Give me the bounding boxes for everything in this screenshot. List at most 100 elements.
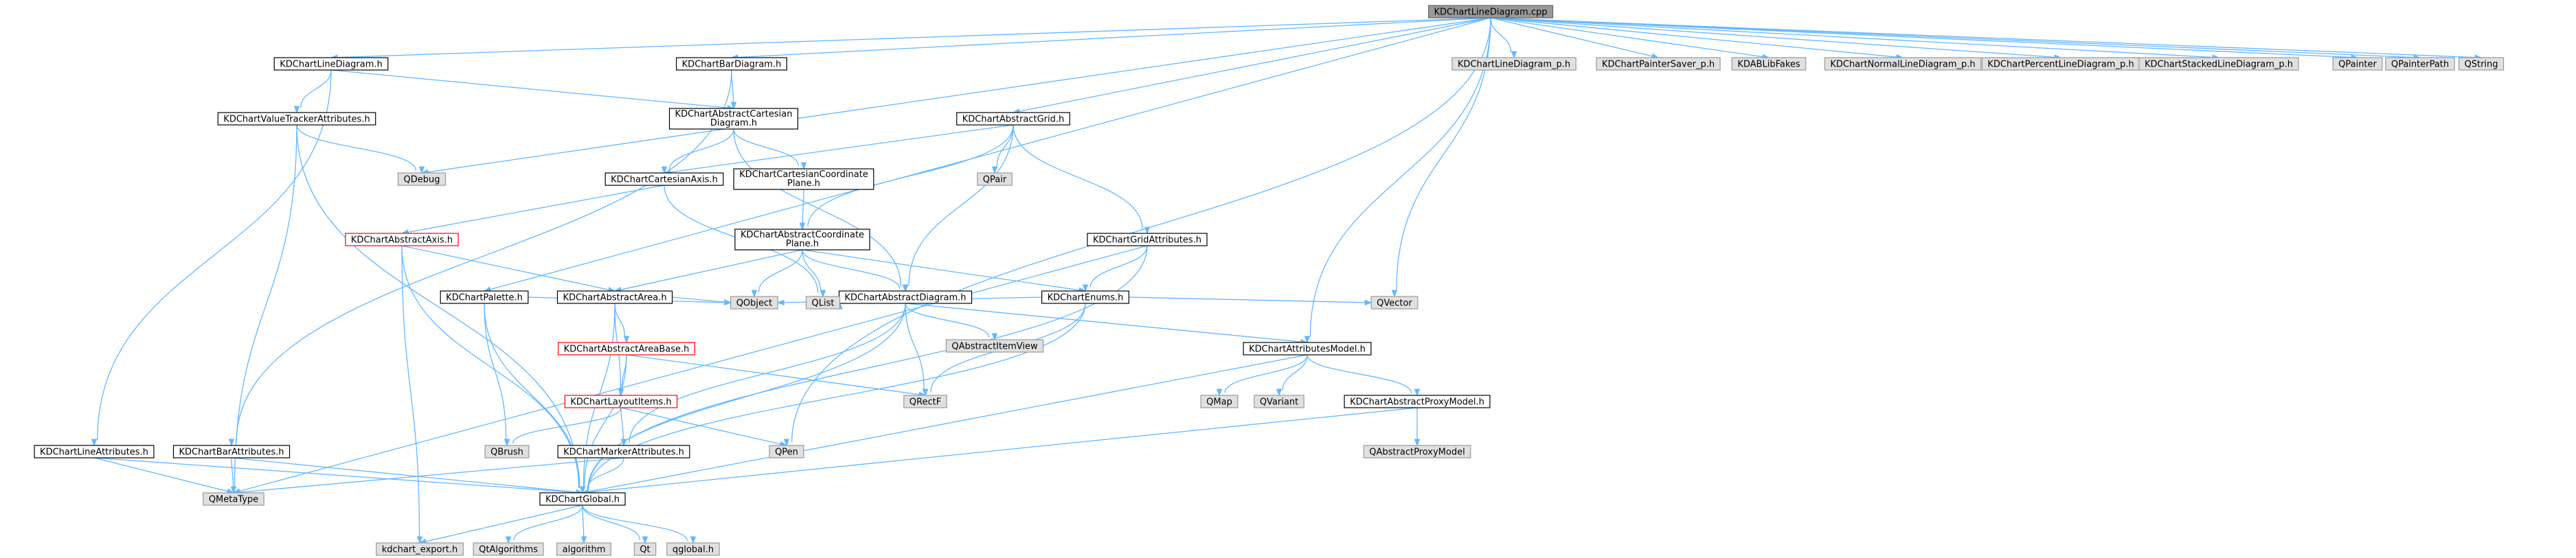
node-box xyxy=(977,172,1013,186)
node-kdchartabstractarea-h[interactable]: KDChartAbstractArea.h xyxy=(556,290,673,304)
node-kdchartbardiagram-h[interactable]: KDChartBarDiagram.h xyxy=(676,57,787,71)
node-kdchartgridattributes-h[interactable]: KDChartGridAttributes.h xyxy=(1087,233,1208,246)
node-kdchartmarkerattributes-h[interactable]: KDChartMarkerAttributes.h xyxy=(557,445,690,458)
node-label: QPainter xyxy=(2338,60,2377,70)
node-kdchartvaluetrackerattributes-h[interactable]: KDChartValueTrackerAttributes.h xyxy=(217,112,376,126)
edge-valuetracker-to-qmetatype xyxy=(230,124,297,494)
node-label: KDChartBarDiagram.h xyxy=(682,60,782,70)
node-box xyxy=(397,172,447,186)
node-kdchartenums-h[interactable]: KDChartEnums.h xyxy=(1041,290,1129,304)
node-box xyxy=(730,296,778,310)
node-kdchartabstractdiagram-h[interactable]: KDChartAbstractDiagram.h xyxy=(838,290,973,304)
arrowhead-icon xyxy=(922,388,929,397)
node-box xyxy=(945,339,1044,353)
node-label: KDChartAbstractGrid.h xyxy=(962,115,1064,125)
node-kdchartlinediagram-cpp[interactable]: KDChartLineDiagram.cpp xyxy=(1427,5,1554,19)
edge-root-to-absgrid_h xyxy=(1012,17,1491,115)
node-kdchartabstractgrid-h[interactable]: KDChartAbstractGrid.h xyxy=(956,112,1070,126)
node-qdebug: QDebug xyxy=(397,172,447,186)
node-kdchartlineattributes-h[interactable]: KDChartLineAttributes.h xyxy=(34,445,155,458)
edge-root-to-qpainter xyxy=(1490,17,2359,60)
node-box xyxy=(805,296,841,310)
arrowhead-icon xyxy=(1082,284,1089,292)
node-label: KDChartAbstractArea.h xyxy=(563,293,666,303)
node-label: KDChartMarkerAttributes.h xyxy=(563,447,684,458)
arrowhead-icon xyxy=(1144,226,1151,235)
edge-absgrid_h-to-cartaxis xyxy=(663,124,1014,175)
node-kdchartpalette-h[interactable]: KDChartPalette.h xyxy=(440,290,529,304)
edge-absdiag-to-attrmodel xyxy=(905,303,1309,345)
node-kdchartcartesianaxis-h[interactable]: KDChartCartesianAxis.h xyxy=(605,172,724,186)
node-label: KDChartLineDiagram.cpp xyxy=(1434,8,1548,18)
node-kdchartabstractproxymodel-h[interactable]: KDChartAbstractProxyModel.h xyxy=(1344,395,1491,408)
arrowhead-icon xyxy=(1276,388,1283,397)
edge-absproxy-to-global xyxy=(581,407,1418,496)
node-kdchartlinediagram-h[interactable]: KDChartLineDiagram.h xyxy=(273,57,389,71)
node-kdchartlayoutitems-h[interactable]: KDChartLayoutItems.h xyxy=(564,395,678,408)
node-kdchartstackedlinediagram-p-h: KDChartStackedLineDiagram_p.h xyxy=(2138,57,2299,71)
edge-absgrid_h-to-absdiag xyxy=(902,124,1014,292)
node-box xyxy=(34,445,155,458)
node-label: KDChartLayoutItems.h xyxy=(570,397,671,408)
node-kdchart-export-h: kdchart_export.h xyxy=(376,542,464,556)
arrowhead-icon xyxy=(416,536,423,544)
node-kdchartabstractaxis-h[interactable]: KDChartAbstractAxis.h xyxy=(345,233,459,246)
arrowhead-icon xyxy=(800,162,807,170)
node-kdchartbarattributes-h[interactable]: KDChartBarAttributes.h xyxy=(172,445,291,458)
node-qmetatype: QMetaType xyxy=(203,492,264,506)
node-box xyxy=(564,395,678,408)
node-box xyxy=(172,445,291,458)
node-box xyxy=(473,542,544,556)
edge-absdiag-to-qabsitemview xyxy=(905,303,998,341)
edge-root-to-normalline xyxy=(1490,17,1904,60)
edge-attrmodel-to-qmap xyxy=(1216,354,1308,397)
node-label: KDChartAbstractCartesian xyxy=(675,109,793,119)
node-box xyxy=(484,445,530,458)
edge-global-to-qtalgo xyxy=(505,504,583,544)
node-box xyxy=(539,492,626,506)
edge-markerattr-to-qmetatype xyxy=(232,457,624,496)
node-label: QString xyxy=(2464,60,2498,70)
arrowhead-icon xyxy=(505,536,512,544)
edge-gridattr-to-enums xyxy=(1082,245,1148,292)
arrowhead-icon xyxy=(91,439,98,447)
edge-absareabase-to-global xyxy=(579,354,627,494)
arrowhead-icon xyxy=(1304,336,1311,344)
node-qabstractitemview: QAbstractItemView xyxy=(945,339,1044,353)
edge-gridattr-to-qmetatype xyxy=(232,245,1148,494)
node-kdchartglobal-h[interactable]: KDChartGlobal.h xyxy=(539,492,626,506)
node-label: QPen xyxy=(775,447,798,458)
node-qbrush: QBrush xyxy=(484,445,530,458)
edge-root-to-palette xyxy=(483,17,1491,292)
edge-attrmodel-to-qvariant xyxy=(1276,354,1308,397)
nodes: KDChartLineDiagram.cppKDChartLineDiagram… xyxy=(34,5,2505,556)
node-label: KDChartEnums.h xyxy=(1048,293,1124,303)
arrowhead-icon xyxy=(1414,439,1421,447)
node-qvariant: QVariant xyxy=(1254,395,1304,408)
arrowhead-icon xyxy=(504,439,510,447)
arrowhead-icon xyxy=(1364,299,1372,306)
node-box xyxy=(217,112,376,126)
node-kdchartlinediagram-p-h: KDChartLineDiagram_p.h xyxy=(1451,57,1577,71)
node-label: KDChartAbstractCoordinate xyxy=(741,230,864,240)
node-box xyxy=(605,172,724,186)
edge-absaxis-to-kdexport xyxy=(401,245,423,544)
arrowhead-icon xyxy=(1391,290,1398,298)
node-label: KDChartStackedLineDiagram_p.h xyxy=(2145,60,2293,70)
edge-layoutitems-to-qpen xyxy=(620,407,788,447)
node-box xyxy=(556,542,611,556)
node-label: QtAlgorithms xyxy=(479,545,538,555)
node-box xyxy=(733,168,874,190)
edge-root-to-linediag_h xyxy=(330,17,1491,60)
node-qmap: QMap xyxy=(1200,395,1239,408)
edge-root-to-qpen xyxy=(783,17,1491,447)
node-kdchartabstractareabase-h[interactable]: KDChartAbstractAreaBase.h xyxy=(558,342,695,356)
node-kdchartattributesmodel-h[interactable]: KDChartAttributesModel.h xyxy=(1243,342,1372,356)
node-box xyxy=(1041,290,1129,304)
edge-abscoord-to-qobject xyxy=(751,249,803,298)
edge-global-to-kdexport xyxy=(418,504,583,544)
